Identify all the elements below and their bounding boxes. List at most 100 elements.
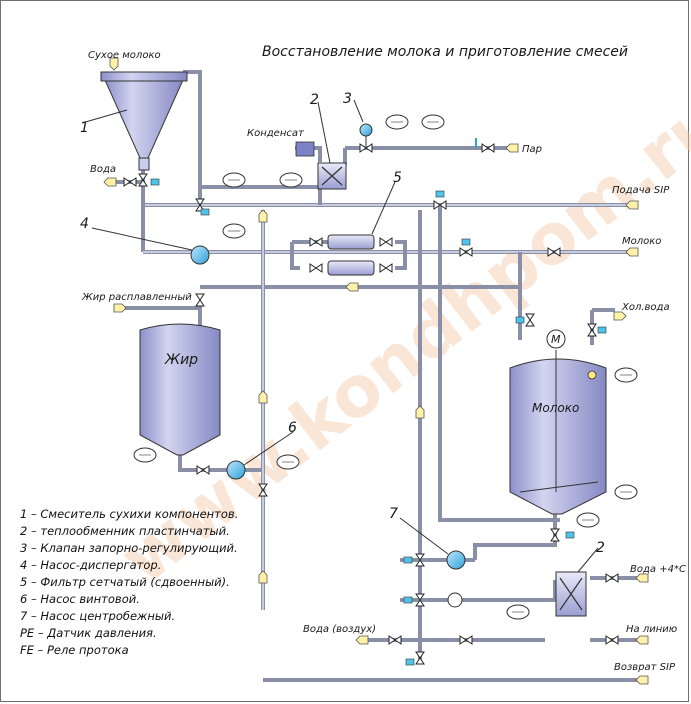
steam-label: Пар bbox=[522, 144, 542, 155]
fat-tank-label: Жир bbox=[164, 352, 198, 368]
steam-inlet-valve[interactable] bbox=[481, 143, 495, 153]
water-air-label: Вода (воздух) bbox=[303, 624, 376, 635]
water-4c-arrow bbox=[635, 573, 649, 583]
drain-valve[interactable] bbox=[415, 651, 425, 665]
outlet-actuator bbox=[565, 531, 575, 539]
water-4c-label: Вода +4*С bbox=[630, 564, 686, 575]
marker-2b: 2 bbox=[596, 540, 605, 556]
milk-inlet-valve[interactable] bbox=[525, 313, 535, 327]
marker-5: 5 bbox=[393, 170, 402, 186]
to-line-arrow bbox=[635, 635, 649, 645]
legend-item-7: 7 – Насос центробежный. bbox=[20, 609, 175, 623]
filter-valve-2[interactable] bbox=[309, 263, 323, 273]
screw-pump-6 bbox=[226, 460, 246, 480]
return-valve-actuator bbox=[200, 208, 210, 216]
water-label: Вода bbox=[90, 164, 116, 175]
steam-arrow bbox=[505, 143, 519, 153]
steam-gauge-2 bbox=[421, 114, 445, 130]
water-air-valve-1[interactable] bbox=[388, 635, 402, 645]
plate-heat-exchanger-top bbox=[317, 162, 347, 190]
milk-out-arrow bbox=[625, 247, 639, 257]
water-air-arrow bbox=[355, 635, 369, 645]
marker-6: 6 bbox=[288, 420, 297, 436]
milk-tank bbox=[509, 350, 607, 515]
legend-item-6: 6 – Насос винтовой. bbox=[20, 592, 140, 606]
cold-water-label: Хол.вода bbox=[621, 302, 670, 313]
hopper-flag bbox=[150, 178, 160, 186]
twin-filter bbox=[327, 234, 375, 276]
pump4-gauge bbox=[222, 223, 246, 239]
marker-2: 2 bbox=[310, 92, 319, 108]
dry-milk-label: Сухое молоко bbox=[88, 50, 161, 61]
check-valve bbox=[447, 592, 463, 608]
drain-actuator bbox=[405, 658, 415, 666]
fat-tank bbox=[139, 323, 221, 456]
cold-water-actuator bbox=[597, 326, 607, 334]
lower-gauge bbox=[506, 604, 530, 620]
legend-item-3: 3 – Клапан запорно-регулирующий. bbox=[20, 541, 238, 555]
pressure-gauge-1 bbox=[222, 172, 246, 188]
fat-tank-gauge bbox=[133, 447, 157, 463]
riser-flow-3 bbox=[258, 570, 268, 584]
agitator-motor bbox=[546, 329, 566, 349]
pump7-actuator bbox=[403, 556, 413, 564]
cold-water-arrow bbox=[613, 311, 627, 321]
pump6-gauge bbox=[276, 454, 300, 470]
dry-mixer-hopper bbox=[100, 71, 188, 171]
marker-7: 7 bbox=[389, 506, 398, 522]
legend-item-2: 2 – теплообменник пластинчатый. bbox=[20, 524, 230, 538]
pressure-gauge-2 bbox=[279, 172, 303, 188]
cold-water-valve[interactable] bbox=[587, 323, 597, 337]
diagram-title: Восстановление молока и приготовление см… bbox=[262, 44, 628, 60]
riser-flow-1 bbox=[258, 209, 268, 223]
sip-actuator bbox=[435, 190, 445, 198]
marker-3: 3 bbox=[343, 91, 352, 107]
sip-return-arrow bbox=[635, 675, 649, 685]
water-4c-valve[interactable] bbox=[605, 573, 619, 583]
condensate-trap bbox=[295, 141, 315, 157]
line287-flow bbox=[345, 282, 359, 292]
legend-item-4: 4 – Насос-диспергатор. bbox=[20, 558, 161, 572]
fat-arrow bbox=[113, 303, 127, 313]
milk-tank-label: Молоко bbox=[532, 401, 579, 415]
milk-level-sensor bbox=[587, 370, 597, 380]
control-valve-3[interactable] bbox=[359, 123, 373, 137]
milk-tank-outlet-valve[interactable] bbox=[550, 528, 560, 542]
milk-tank-outlet-gauge bbox=[576, 512, 600, 528]
milk-out-actuator bbox=[461, 238, 471, 246]
water-valve[interactable] bbox=[123, 177, 137, 187]
marker-4: 4 bbox=[80, 216, 89, 232]
sip-return-label: Возврат SIP bbox=[614, 662, 676, 673]
filter-valve-1[interactable] bbox=[309, 237, 323, 247]
milk-tank-gauge-top bbox=[614, 367, 638, 383]
legend-item-8: PE – Датчик давления. bbox=[20, 626, 157, 640]
milk-tank-gauge-bottom bbox=[614, 484, 638, 500]
riser-flow-2 bbox=[258, 390, 268, 404]
marker-1: 1 bbox=[80, 120, 89, 136]
fat-inlet-valve[interactable] bbox=[195, 293, 205, 307]
centrifugal-pump-7 bbox=[446, 550, 466, 570]
plate-heat-exchanger-bottom bbox=[555, 571, 587, 617]
sip-supply-label: Подача SIP bbox=[612, 185, 670, 196]
milk-inlet-actuator bbox=[515, 316, 525, 324]
to-line-label: На линию bbox=[626, 624, 677, 635]
legend: 1 – Смеситель сухихи компонентов. 2 – те… bbox=[20, 507, 238, 657]
milk-out-label: Молоко bbox=[622, 236, 661, 247]
legend-item-9: FE – Реле протока bbox=[20, 643, 129, 657]
melted-fat-label: Жир расплавленный bbox=[81, 292, 192, 303]
steam-gauge-1 bbox=[385, 114, 409, 130]
to-line-valve[interactable] bbox=[605, 635, 619, 645]
lower-actuator-1 bbox=[403, 596, 413, 604]
filter-valve-3[interactable] bbox=[379, 237, 393, 247]
branch-flow bbox=[415, 405, 425, 419]
water-air-valve-2[interactable] bbox=[459, 635, 473, 645]
legend-item-5: 5 – Фильтр сетчатый (сдвоенный). bbox=[20, 575, 230, 589]
condensate-label: Конденсат bbox=[247, 128, 305, 139]
disperser-pump-4 bbox=[190, 245, 210, 265]
water-arrow bbox=[103, 177, 117, 187]
motor-label: M bbox=[551, 333, 561, 346]
filter-valve-4[interactable] bbox=[379, 263, 393, 273]
legend-item-1: 1 – Смеситель сухихи компонентов. bbox=[20, 507, 238, 521]
